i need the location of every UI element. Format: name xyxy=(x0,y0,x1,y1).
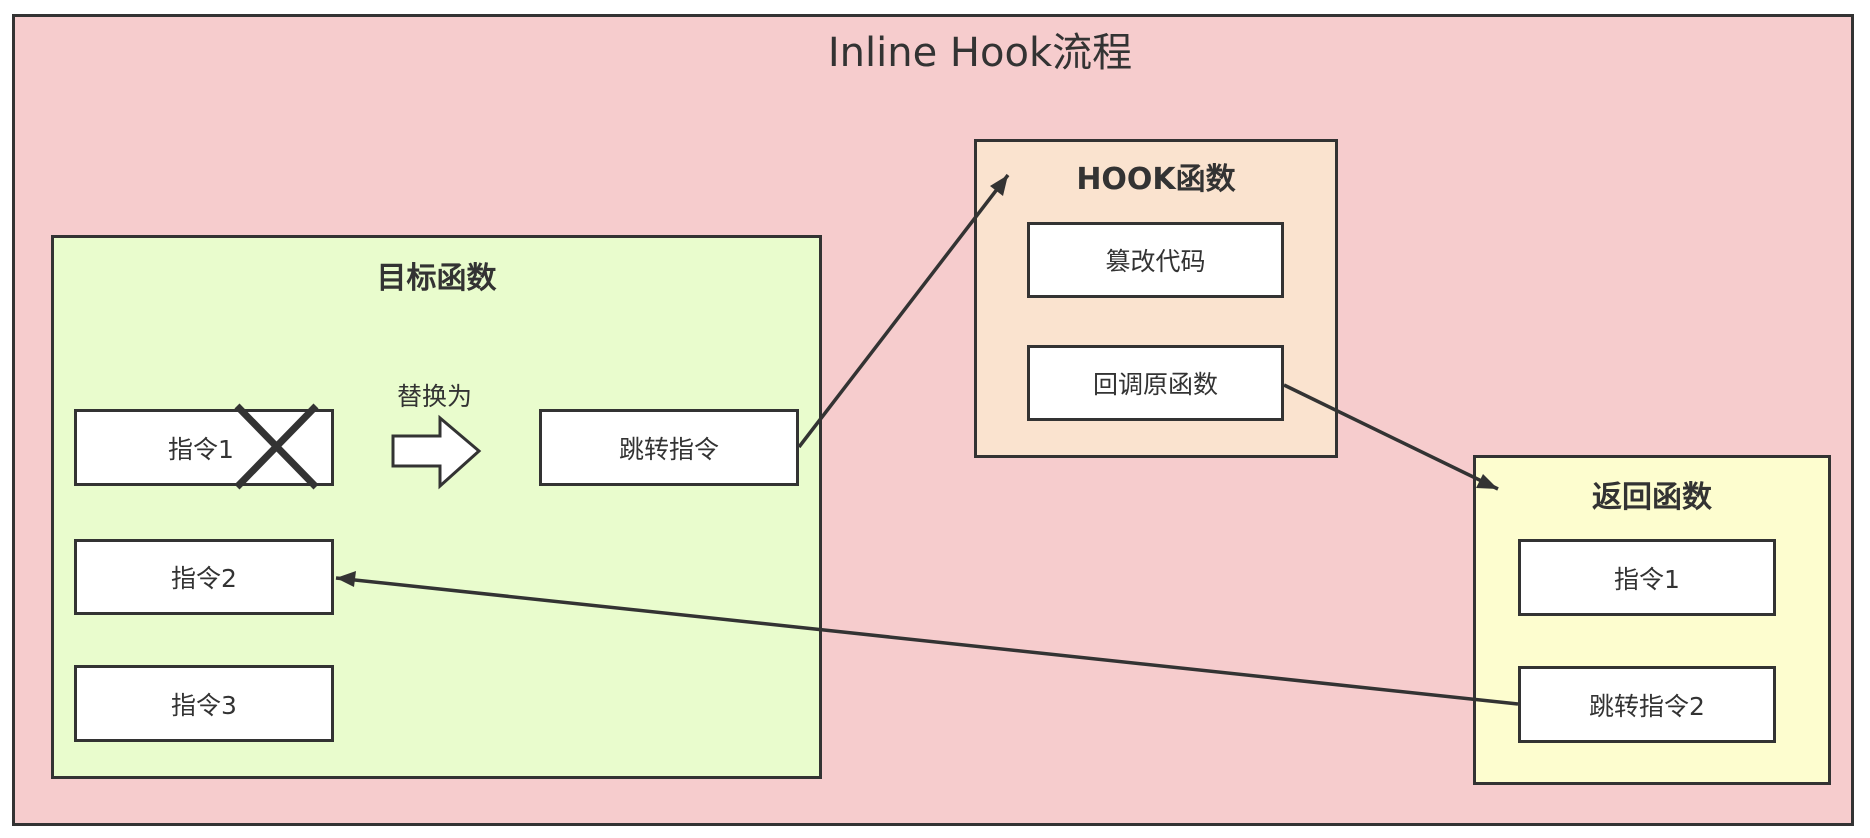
target-instruction-1-label: 指令1 xyxy=(168,434,234,464)
return-jump-instruction-2-label: 跳转指令2 xyxy=(1589,691,1705,721)
jump-instruction-label: 跳转指令 xyxy=(618,434,719,464)
target-instruction-3-label: 指令3 xyxy=(171,690,237,720)
hook-function-title: HOOK函数 xyxy=(1076,162,1236,197)
tamper-code-label: 篡改代码 xyxy=(1105,247,1206,276)
callback-original-label: 回调原函数 xyxy=(1092,370,1218,399)
target-function-title: 目标函数 xyxy=(376,261,497,296)
return-instruction-1-label: 指令1 xyxy=(1614,564,1680,594)
target-instruction-3-box: 指令3 xyxy=(74,665,334,742)
jump-instruction-box: 跳转指令 xyxy=(539,409,799,486)
return-instruction-1-box: 指令1 xyxy=(1518,539,1776,616)
target-instruction-2-label: 指令2 xyxy=(171,564,237,593)
target-instruction-1-box: 指令1 xyxy=(74,409,334,486)
callback-original-box: 回调原函数 xyxy=(1027,345,1284,421)
return-function-title: 返回函数 xyxy=(1592,480,1712,515)
diagram-title: Inline Hook流程 xyxy=(827,30,1133,76)
target-instruction-2-box: 指令2 xyxy=(74,539,334,615)
tamper-code-box: 篡改代码 xyxy=(1027,222,1284,298)
replace-label: 替换为 xyxy=(397,382,473,411)
return-jump-instruction-2-box: 跳转指令2 xyxy=(1518,666,1776,743)
